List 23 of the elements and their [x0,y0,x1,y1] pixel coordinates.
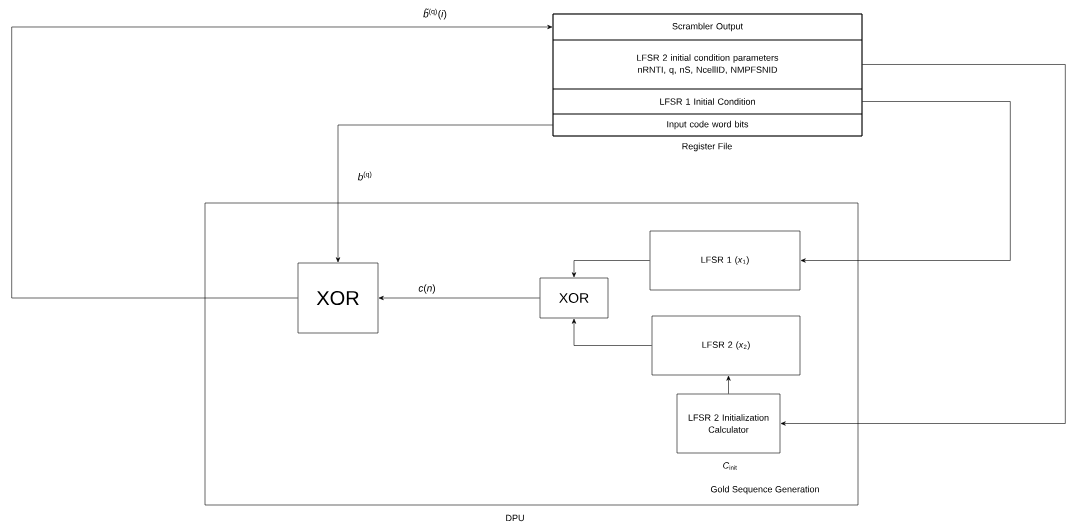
arrow [726,375,731,394]
lfsr-box: LFSR 1 (x$_{1}$) [649,230,801,291]
register-cell: LFSR 2 initial condition parameters nRNTI, q, nS, NcellID, NMPFSNID [552,39,863,90]
arrow [378,295,540,301]
node-label: Register File [682,142,732,152]
arrow [335,124,553,263]
register-cell: Scrambler Output [552,13,863,41]
node-label: DPU [506,514,524,522]
edge-label: b$^{(q)}$ [356,170,374,182]
xor-box: XOR [539,277,609,319]
register-cell: Input code word bits [552,113,863,137]
lfsr-box: LFSR 2 (x$_{2}$) [651,315,801,376]
arrow [800,101,1011,263]
calculator-box: LFSR 2 Initialization Calculator C$_{init}$ [676,393,781,470]
arrow [780,64,1066,426]
arrow [571,318,652,346]
register-cell: LFSR 1 Initial Condition [552,88,863,115]
node-label: C$_{init}$ [723,462,737,470]
xor-box: XOR [297,262,379,334]
arrow [571,260,650,278]
edge-label: b̃$^{(q)}$(i) [422,7,448,21]
arrow [11,24,553,299]
edge-label: c(n) [417,283,437,295]
